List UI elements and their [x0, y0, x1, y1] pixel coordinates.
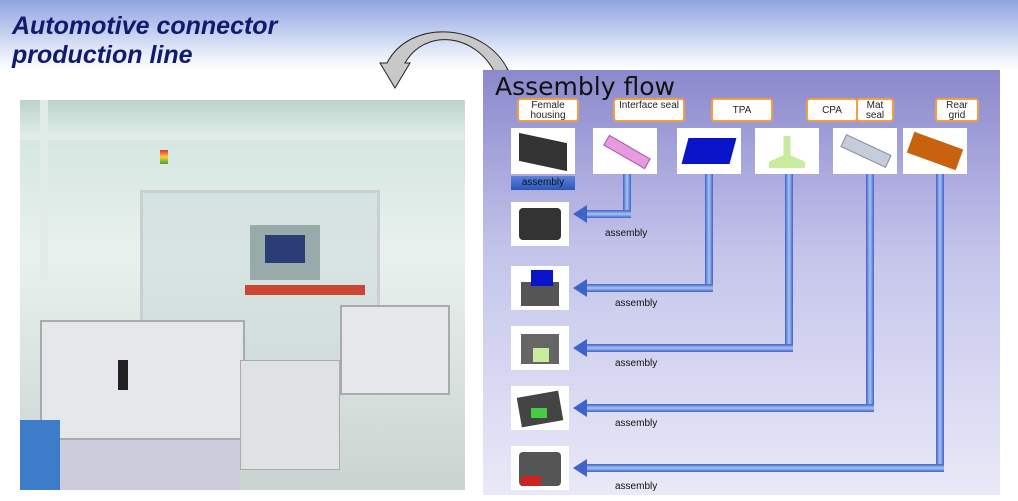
label-tpa: TPA	[711, 98, 773, 122]
step-4-result	[511, 386, 569, 430]
part-mat-seal	[833, 128, 897, 174]
step-label: assembly	[605, 228, 648, 239]
part-interface-seal	[593, 128, 657, 174]
arrow-head-icon	[573, 459, 587, 477]
label-interface-seal: Interface seal	[613, 98, 685, 122]
curved-arrow-icon	[379, 31, 509, 89]
step-label: assembly	[615, 418, 658, 429]
production-line-photo	[20, 100, 465, 490]
diagram-title: Assembly flow	[495, 72, 675, 101]
label-mat-seal: Mat seal	[856, 98, 894, 122]
step-3-result	[511, 326, 569, 370]
part-tpa	[677, 128, 741, 174]
arrow-head-icon	[573, 205, 587, 223]
step-label: assembly	[615, 358, 658, 369]
assembly-flow-diagram: Assembly flow Female housing Interface s…	[483, 70, 1000, 495]
arrow-head-icon	[573, 399, 587, 417]
step-1-result	[511, 202, 569, 246]
label-rear-grid: Rear grid	[935, 98, 979, 122]
arrow-head-icon	[573, 339, 587, 357]
label-female-housing: Female housing	[517, 98, 579, 122]
step-2-result	[511, 266, 569, 310]
part-rear-grid	[903, 128, 967, 174]
step-5-result	[511, 446, 569, 490]
first-assembly-label: assembly	[511, 176, 575, 190]
part-cpa	[755, 128, 819, 174]
step-label: assembly	[615, 298, 658, 309]
step-label: assembly	[615, 481, 658, 492]
header-band	[0, 0, 1018, 70]
label-cpa: CPA	[806, 98, 858, 122]
arrow-head-icon	[573, 279, 587, 297]
part-female-housing	[511, 128, 575, 174]
